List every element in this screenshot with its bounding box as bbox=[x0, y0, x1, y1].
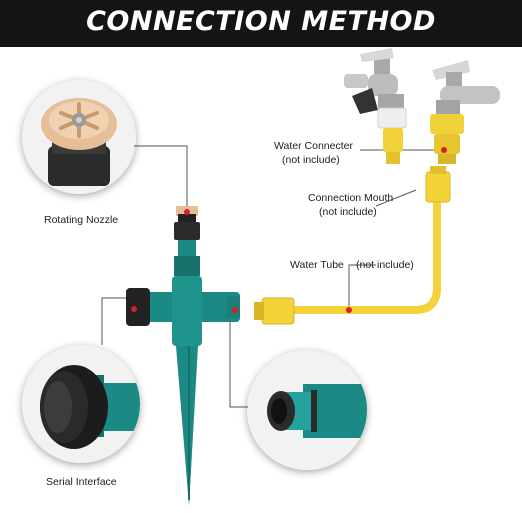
faucet-left-icon bbox=[344, 48, 407, 164]
sprinkler-icon bbox=[126, 206, 240, 506]
label-water-tube: Water Tube bbox=[290, 259, 344, 271]
header-banner: CONNECTION METHOD bbox=[0, 0, 522, 47]
label-connection-mouth-note: (not include) bbox=[319, 206, 377, 218]
label-serial-interface: Serial Interface bbox=[46, 476, 117, 488]
callout-dots bbox=[131, 147, 447, 313]
serial-interface-closeup bbox=[22, 345, 140, 463]
label-connection-mouth: Connection Mouth bbox=[308, 192, 394, 204]
label-rotating-nozzle: Rotating Nozzle bbox=[44, 214, 119, 226]
faucet-right-icon bbox=[430, 60, 500, 164]
label-water-tube-note: (not include) bbox=[356, 259, 414, 271]
nozzle-closeup bbox=[22, 80, 136, 194]
water-tube-icon bbox=[254, 166, 451, 325]
label-water-connecter-note: (not include) bbox=[282, 154, 340, 166]
label-water-connecter: Water Connecter bbox=[274, 140, 353, 152]
page-title: CONNECTION METHOD bbox=[86, 6, 436, 37]
outlet-closeup bbox=[247, 350, 367, 470]
